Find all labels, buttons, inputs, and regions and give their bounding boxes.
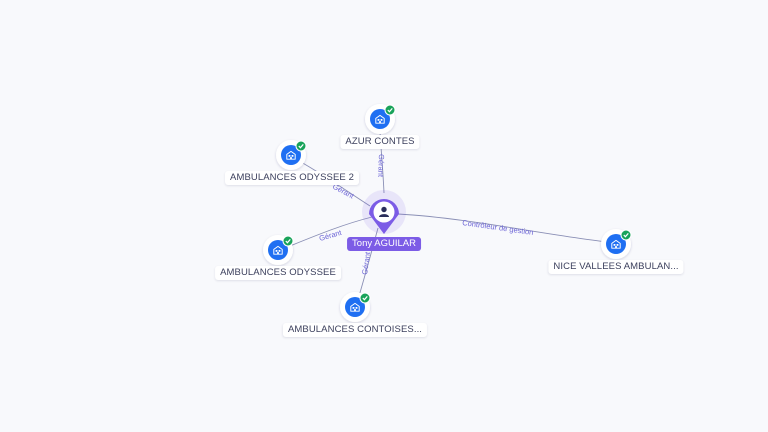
company-node-contoises[interactable]	[340, 292, 371, 322]
verified-check-icon	[295, 140, 307, 152]
verified-check-icon	[384, 104, 396, 116]
verified-check-icon	[282, 235, 294, 247]
edge-label-nice: Contrôleur de gestion	[462, 218, 534, 237]
person-icon	[379, 206, 389, 217]
edge-label-odyssee: Gérant	[318, 228, 343, 243]
company-node-azur-bg	[370, 109, 390, 129]
nodes-layer	[263, 104, 632, 322]
company-node-odyssee[interactable]	[263, 235, 294, 265]
company-label-contoises[interactable]: AMBULANCES CONTOISES...	[282, 323, 428, 337]
edge-label-azur: Gérant	[376, 154, 386, 178]
person-node-center[interactable]	[362, 190, 406, 234]
company-label-odyssee2[interactable]: AMBULANCES ODYSSEE 2	[225, 171, 359, 185]
company-label-nice[interactable]: NICE VALLEES AMBULAN...	[548, 260, 684, 274]
verified-check-icon	[620, 229, 632, 241]
edge-nice	[397, 213, 617, 244]
edge-label-contoises: Gérant	[360, 250, 372, 275]
verified-check-icon	[359, 292, 371, 304]
company-label-azur[interactable]: AZUR CONTES	[340, 135, 420, 149]
person-name-label[interactable]: Tony AGUILAR	[347, 237, 421, 251]
company-node-nice[interactable]	[601, 229, 632, 259]
company-node-odyssee2[interactable]	[276, 140, 307, 170]
company-node-azur[interactable]	[365, 104, 396, 134]
company-label-odyssee[interactable]: AMBULANCES ODYSSEE	[215, 266, 341, 280]
